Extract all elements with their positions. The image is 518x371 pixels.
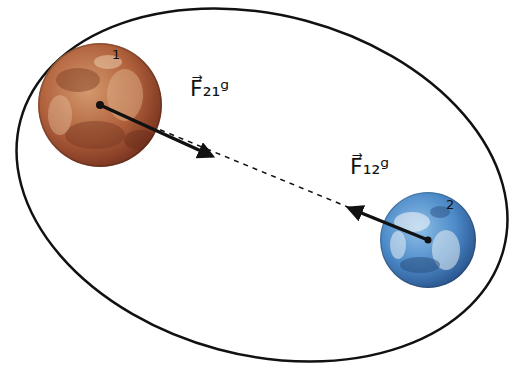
planet-one bbox=[38, 43, 162, 167]
planet-node: 2 bbox=[380, 192, 476, 288]
force-label: F⃗₂₁ᵍ bbox=[188, 76, 231, 102]
center-dot bbox=[96, 101, 104, 109]
interaction-line bbox=[160, 130, 381, 221]
force-arrow bbox=[349, 208, 428, 240]
planet-two bbox=[380, 192, 476, 288]
planet-node: 1 bbox=[38, 43, 162, 167]
planet-outline bbox=[380, 192, 476, 288]
planet-outline bbox=[38, 43, 162, 167]
planet-number: 2 bbox=[446, 198, 454, 211]
planet-number: 1 bbox=[112, 48, 120, 61]
center-dot bbox=[425, 237, 432, 244]
force-label: F⃗₁₂ᵍ bbox=[348, 154, 391, 180]
